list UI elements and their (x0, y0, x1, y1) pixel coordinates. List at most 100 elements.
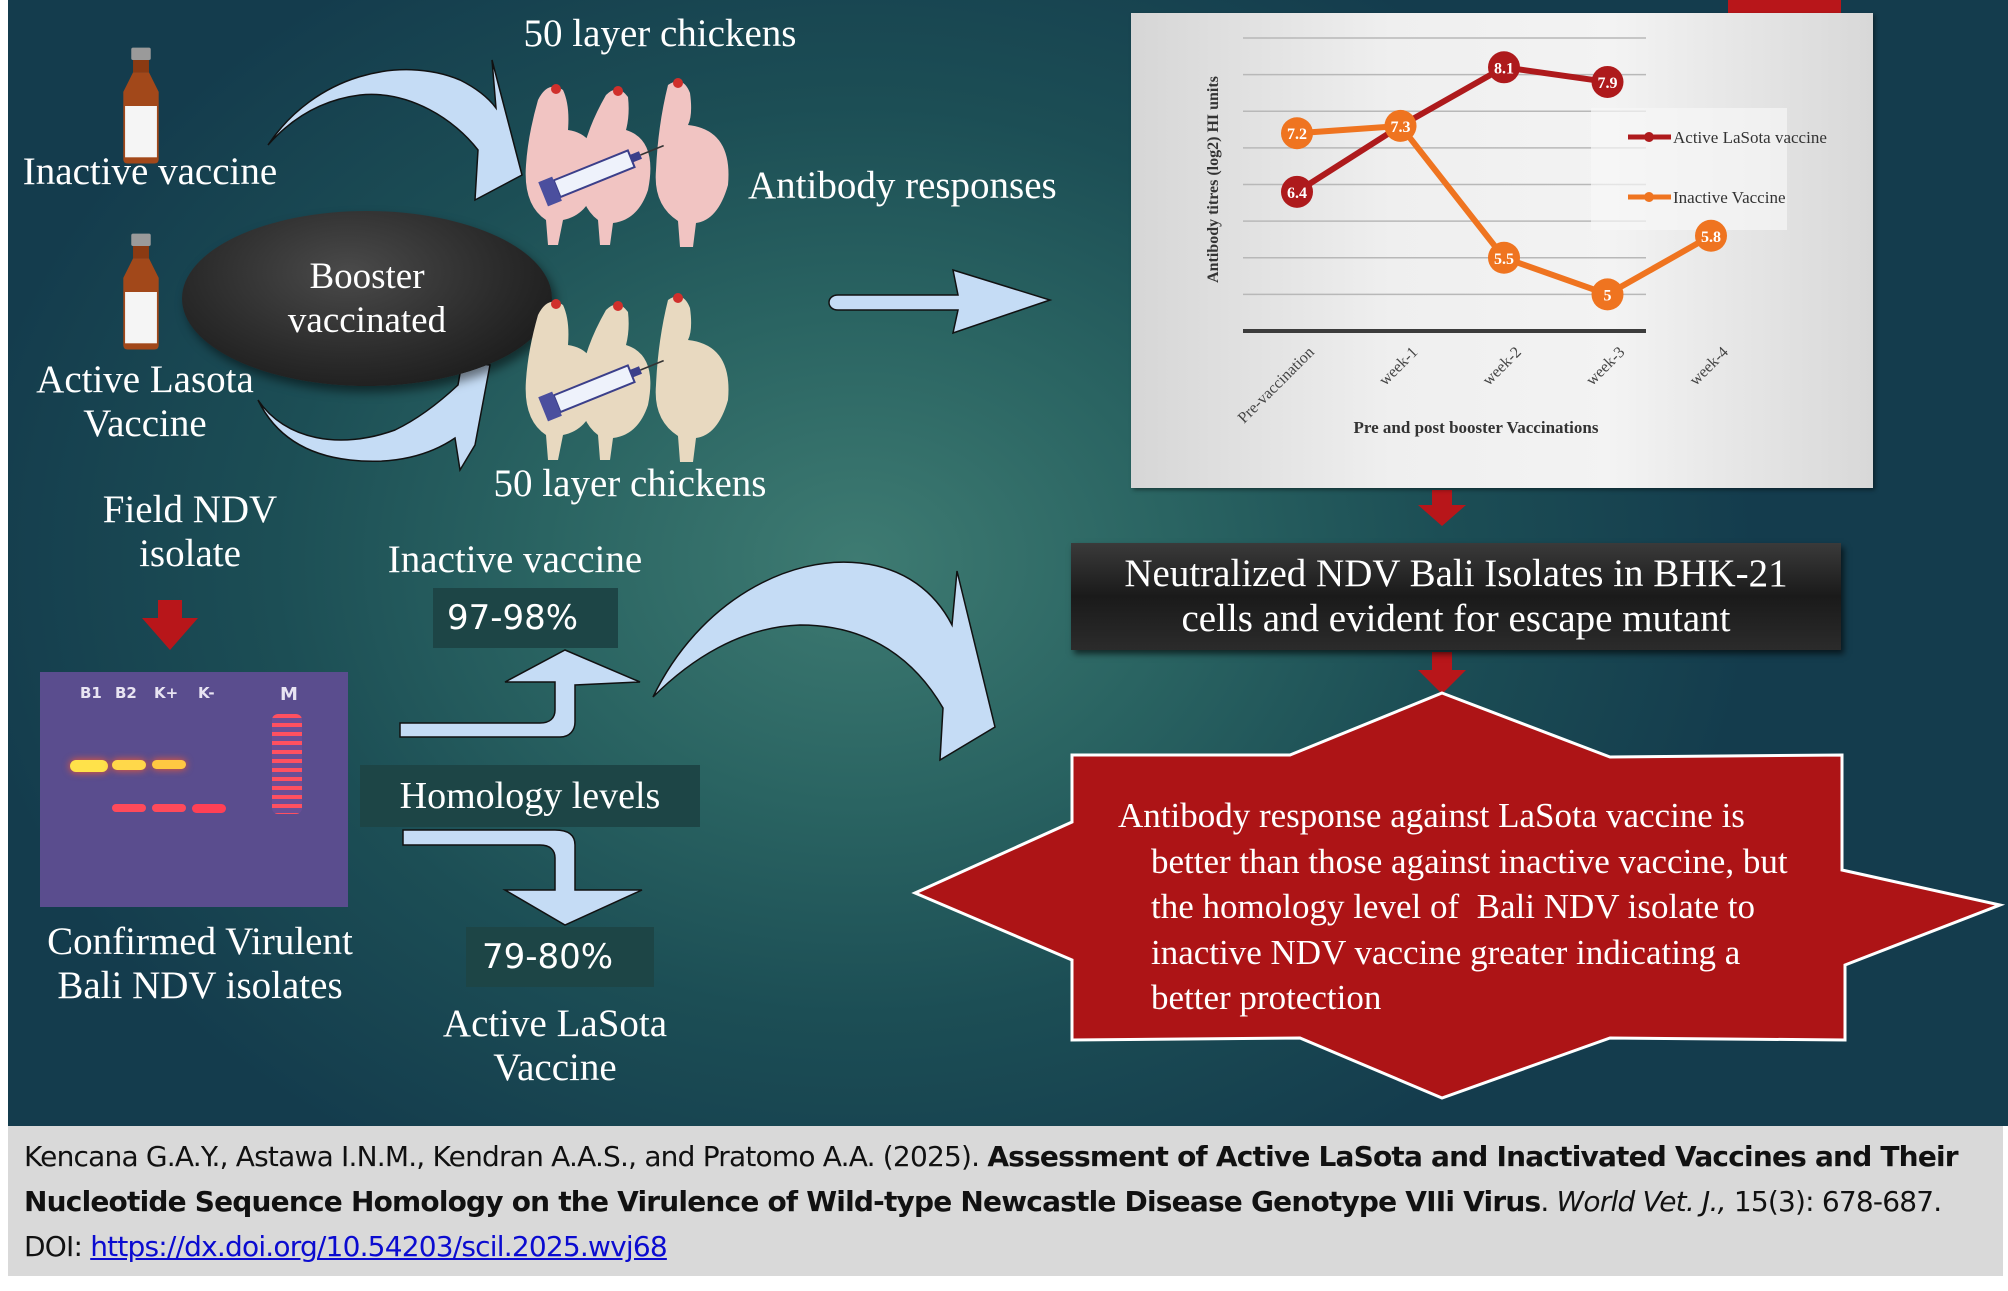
top-chickens-label: 50 layer chickens (523, 12, 797, 55)
data-marker (1591, 278, 1624, 311)
red-accent-tab (1728, 0, 1841, 14)
inactive-homology-pct: 97-98% (433, 588, 618, 648)
legend-entry: Inactive Vaccine (1628, 188, 1785, 207)
booster-line1: Booster (309, 255, 425, 297)
gel-lane-k-plus: K+ (154, 684, 179, 702)
gel-band (70, 760, 108, 772)
data-label: 8.1 (1494, 60, 1514, 77)
booster-line2: vaccinated (287, 299, 447, 341)
data-point: 7.2 (1281, 117, 1313, 150)
right-arrow-icon (828, 268, 1053, 335)
conclusion-line: better than those against inactive vacci… (1151, 841, 1788, 881)
data-marker (1591, 65, 1624, 98)
inactive-vaccine-label: Inactive vaccine (22, 150, 278, 193)
data-point: 6.4 (1281, 175, 1313, 208)
doi-link[interactable]: https://dx.doi.org/10.54203/scil.2025.wv… (90, 1230, 667, 1263)
x-tick-label: Pre-vaccination (1235, 344, 1318, 427)
data-label: 7.2 (1287, 126, 1307, 143)
vaccine-vial-icon (123, 233, 159, 350)
data-point: 7.3 (1384, 109, 1417, 142)
neutralized-line1: Neutralized NDV Bali Isolates in BHK-21 (1124, 551, 1788, 595)
data-marker (1281, 117, 1313, 150)
x-tick-label: week-4 (1687, 344, 1732, 389)
x-tick-label: week-2 (1480, 344, 1525, 389)
data-label: 7.9 (1598, 75, 1618, 92)
y-axis-label: Antibody titres (log2) HI units (1205, 76, 1222, 283)
data-point: 7.9 (1591, 65, 1624, 98)
curved-arrow-homology-icon (652, 561, 996, 762)
data-marker (1488, 51, 1520, 84)
conclusion-text: Antibody response against LaSota vaccine… (1118, 793, 1878, 1021)
confirmed-virulent-label: Confirmed Virulent Bali NDV isolates (20, 920, 380, 1007)
data-point: 8.1 (1488, 51, 1520, 84)
red-down-arrow-field-icon (142, 600, 198, 650)
legend-label: Active LaSota vaccine (1673, 128, 1827, 147)
curved-arrow-top-icon (267, 59, 523, 202)
bent-down-arrow-icon (402, 829, 643, 926)
gel-electrophoresis-image: B1 B2 K+ K- M (40, 672, 348, 907)
data-label: 6.4 (1287, 185, 1307, 202)
gel-lane-marker: M (280, 684, 298, 705)
data-label: 5 (1604, 287, 1612, 304)
conclusion-star-shape (911, 691, 2006, 1100)
citation-authors: Kencana G.A.Y., Astawa I.N.M., Kendran A… (24, 1140, 988, 1173)
citation-footer: Kencana G.A.Y., Astawa I.N.M., Kendran A… (8, 1126, 2003, 1276)
data-point: 5 (1591, 278, 1624, 311)
data-label: 7.3 (1391, 119, 1411, 136)
gel-band (112, 760, 146, 770)
data-marker (1384, 109, 1417, 142)
active-homology-pct: 79-80% (466, 927, 654, 987)
data-marker (1488, 241, 1520, 274)
gel-band (152, 804, 186, 812)
series-line (1295, 64, 1608, 195)
data-point: 5.8 (1695, 219, 1727, 252)
data-marker (1281, 175, 1313, 208)
neutralized-line2: cells and evident for escape mutant (1181, 596, 1731, 640)
homology-active-line1: Active LaSota (442, 1002, 668, 1045)
field-ndv-line1: Field NDV (102, 488, 278, 531)
legend-entry: Active LaSota vaccine (1628, 128, 1827, 147)
confirmed-line2: Bali NDV isolates (57, 963, 343, 1007)
field-ndv-line2: isolate (139, 531, 241, 575)
gel-lane-b2: B2 (115, 684, 137, 702)
conclusion-line: Antibody response against LaSota vaccine… (1118, 796, 1745, 835)
bent-up-arrow-icon (399, 649, 641, 738)
active-lasota-label-line1: Active Lasota (36, 358, 254, 401)
citation-separator: . (1540, 1185, 1557, 1218)
chicken-syringe-icon (525, 293, 729, 462)
gel-lane-k-minus: K- (198, 684, 215, 702)
confirmed-line1: Confirmed Virulent (47, 920, 353, 963)
booster-vaccinated-ellipse: Booster vaccinated (182, 211, 552, 386)
gel-band (112, 804, 146, 812)
x-tick-label: week-1 (1376, 344, 1421, 389)
gel-lane-b1: B1 (80, 684, 102, 702)
active-lasota-label: Active Lasota Vaccine (20, 358, 270, 445)
homology-active-label: Active LaSota Vaccine (410, 1002, 700, 1089)
legend-box (1591, 108, 1787, 230)
conclusion-line: better protection (1151, 978, 1382, 1017)
gel-band (152, 760, 186, 769)
data-label: 5.8 (1701, 229, 1721, 246)
gel-band (192, 804, 226, 813)
homology-levels-box: Homology levels (360, 765, 700, 827)
antibody-responses-label: Antibody responses (748, 164, 1057, 207)
data-label: 5.5 (1494, 251, 1514, 268)
antibody-line-chart: Antibody titres (log2) HI units Pre-vacc… (1205, 37, 1827, 437)
x-axis-label: Pre and post booster Vaccinations (1354, 418, 1599, 437)
curved-arrow-bottom-icon (257, 361, 491, 473)
data-marker (1695, 219, 1727, 252)
field-ndv-label: Field NDV isolate (50, 488, 330, 575)
red-down-arrow-chart-icon (1418, 490, 1466, 526)
bottom-chickens-label: 50 layer chickens (493, 462, 767, 505)
citation-title: Assessment of Active LaSota and Inactiva… (24, 1140, 1959, 1218)
data-point: 5.5 (1488, 241, 1520, 274)
vaccine-vial-icon (123, 47, 159, 164)
x-tick-label: week-3 (1583, 344, 1628, 389)
chicken-syringe-icon (525, 78, 729, 247)
legend-label: Inactive Vaccine (1673, 188, 1785, 207)
red-down-arrow-neutral-icon (1418, 652, 1466, 694)
active-lasota-label-line2: Vaccine (83, 401, 207, 445)
gel-ladder (272, 714, 302, 814)
neutralized-ndv-box: Neutralized NDV Bali Isolates in BHK-21 … (1071, 543, 1841, 650)
